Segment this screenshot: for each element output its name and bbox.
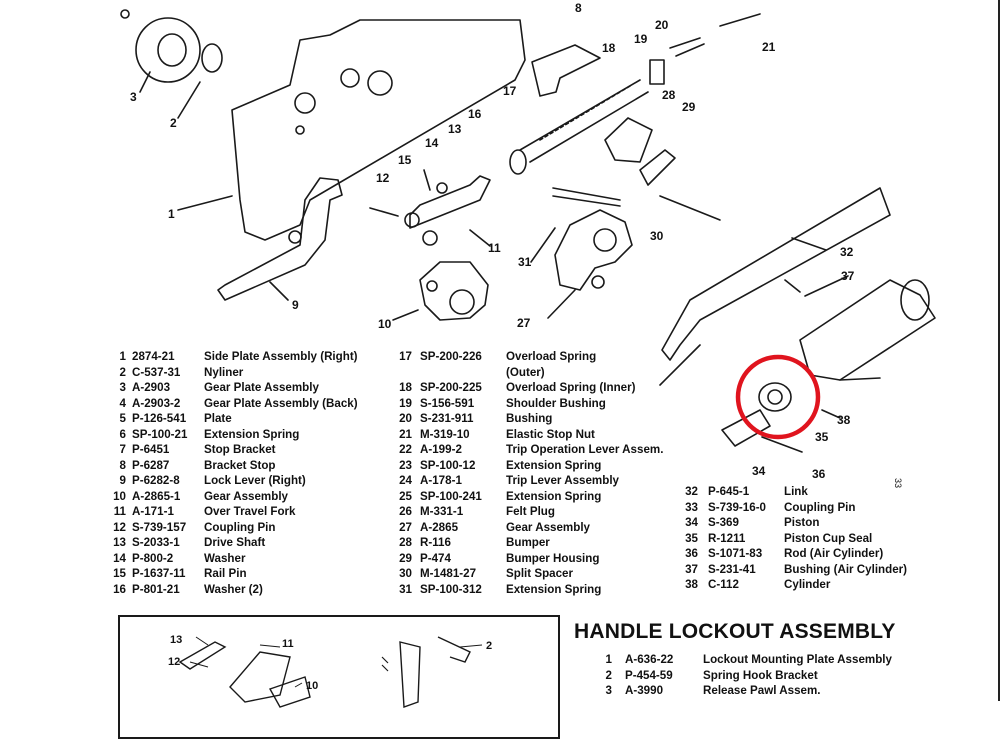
inset-drawing: 13 12 11 10 2: [168, 634, 492, 708]
callout-18: 18: [602, 41, 616, 55]
manual-page: 1 2 3 8 9 10 11 12 13 14 15 16 17 18 19 …: [112, 0, 1000, 739]
callout-14: 14: [425, 136, 439, 150]
inset-callout-12: 12: [168, 656, 180, 668]
callout-15: 15: [398, 153, 412, 167]
callout-34: 34: [752, 464, 766, 478]
inset-callout-2: 2: [486, 640, 492, 652]
callout-31: 31: [518, 255, 532, 269]
callout-20: 20: [655, 18, 669, 32]
highlight-circle: [735, 354, 821, 440]
lock-lever-shape: [217, 177, 343, 301]
gear-assembly-27-shape: [554, 209, 633, 291]
section-title: HANDLE LOCKOUT ASSEMBLY: [574, 620, 896, 643]
callout-21: 21: [762, 40, 776, 54]
callout-29: 29: [682, 100, 696, 114]
callout-32: 32: [840, 245, 854, 259]
cylinder-shape: [799, 279, 936, 381]
list-item: (Outer): [506, 365, 545, 379]
callout-19: 19: [634, 32, 648, 46]
callout-37: 37: [841, 269, 855, 283]
callout-3: 3: [130, 90, 137, 104]
inset-callout-11: 11: [282, 638, 294, 650]
callout-16: 16: [468, 107, 482, 121]
callout-12: 12: [376, 171, 390, 185]
callout-9: 9: [292, 298, 299, 312]
exploded-parts-diagram: 1 2 3 8 9 10 11 12 13 14 15 16 17 18 19 …: [120, 1, 936, 481]
inset-callout-13: 13: [170, 634, 182, 646]
callout-28: 28: [662, 88, 676, 102]
callout-1: 1: [168, 207, 175, 221]
callout-17: 17: [503, 84, 517, 98]
callout-30: 30: [650, 229, 664, 243]
side-plate-shape: [231, 19, 526, 241]
callout-35: 35: [815, 430, 829, 444]
callout-8: 8: [575, 1, 582, 15]
callout-36: 36: [812, 467, 826, 481]
link-shape: [661, 187, 891, 361]
gear-assembly-10-shape: [419, 261, 489, 321]
page-edge: [998, 0, 1000, 701]
callout-11: 11: [488, 241, 501, 255]
handle-lockout-inset: 13 12 11 10 2: [118, 615, 560, 739]
callout-13: 13: [448, 122, 462, 136]
callout-27: 27: [517, 316, 531, 330]
callout-2: 2: [170, 116, 177, 130]
callout-38: 38: [837, 413, 851, 427]
inset-callout-10: 10: [306, 680, 318, 692]
callout-10: 10: [378, 317, 392, 331]
